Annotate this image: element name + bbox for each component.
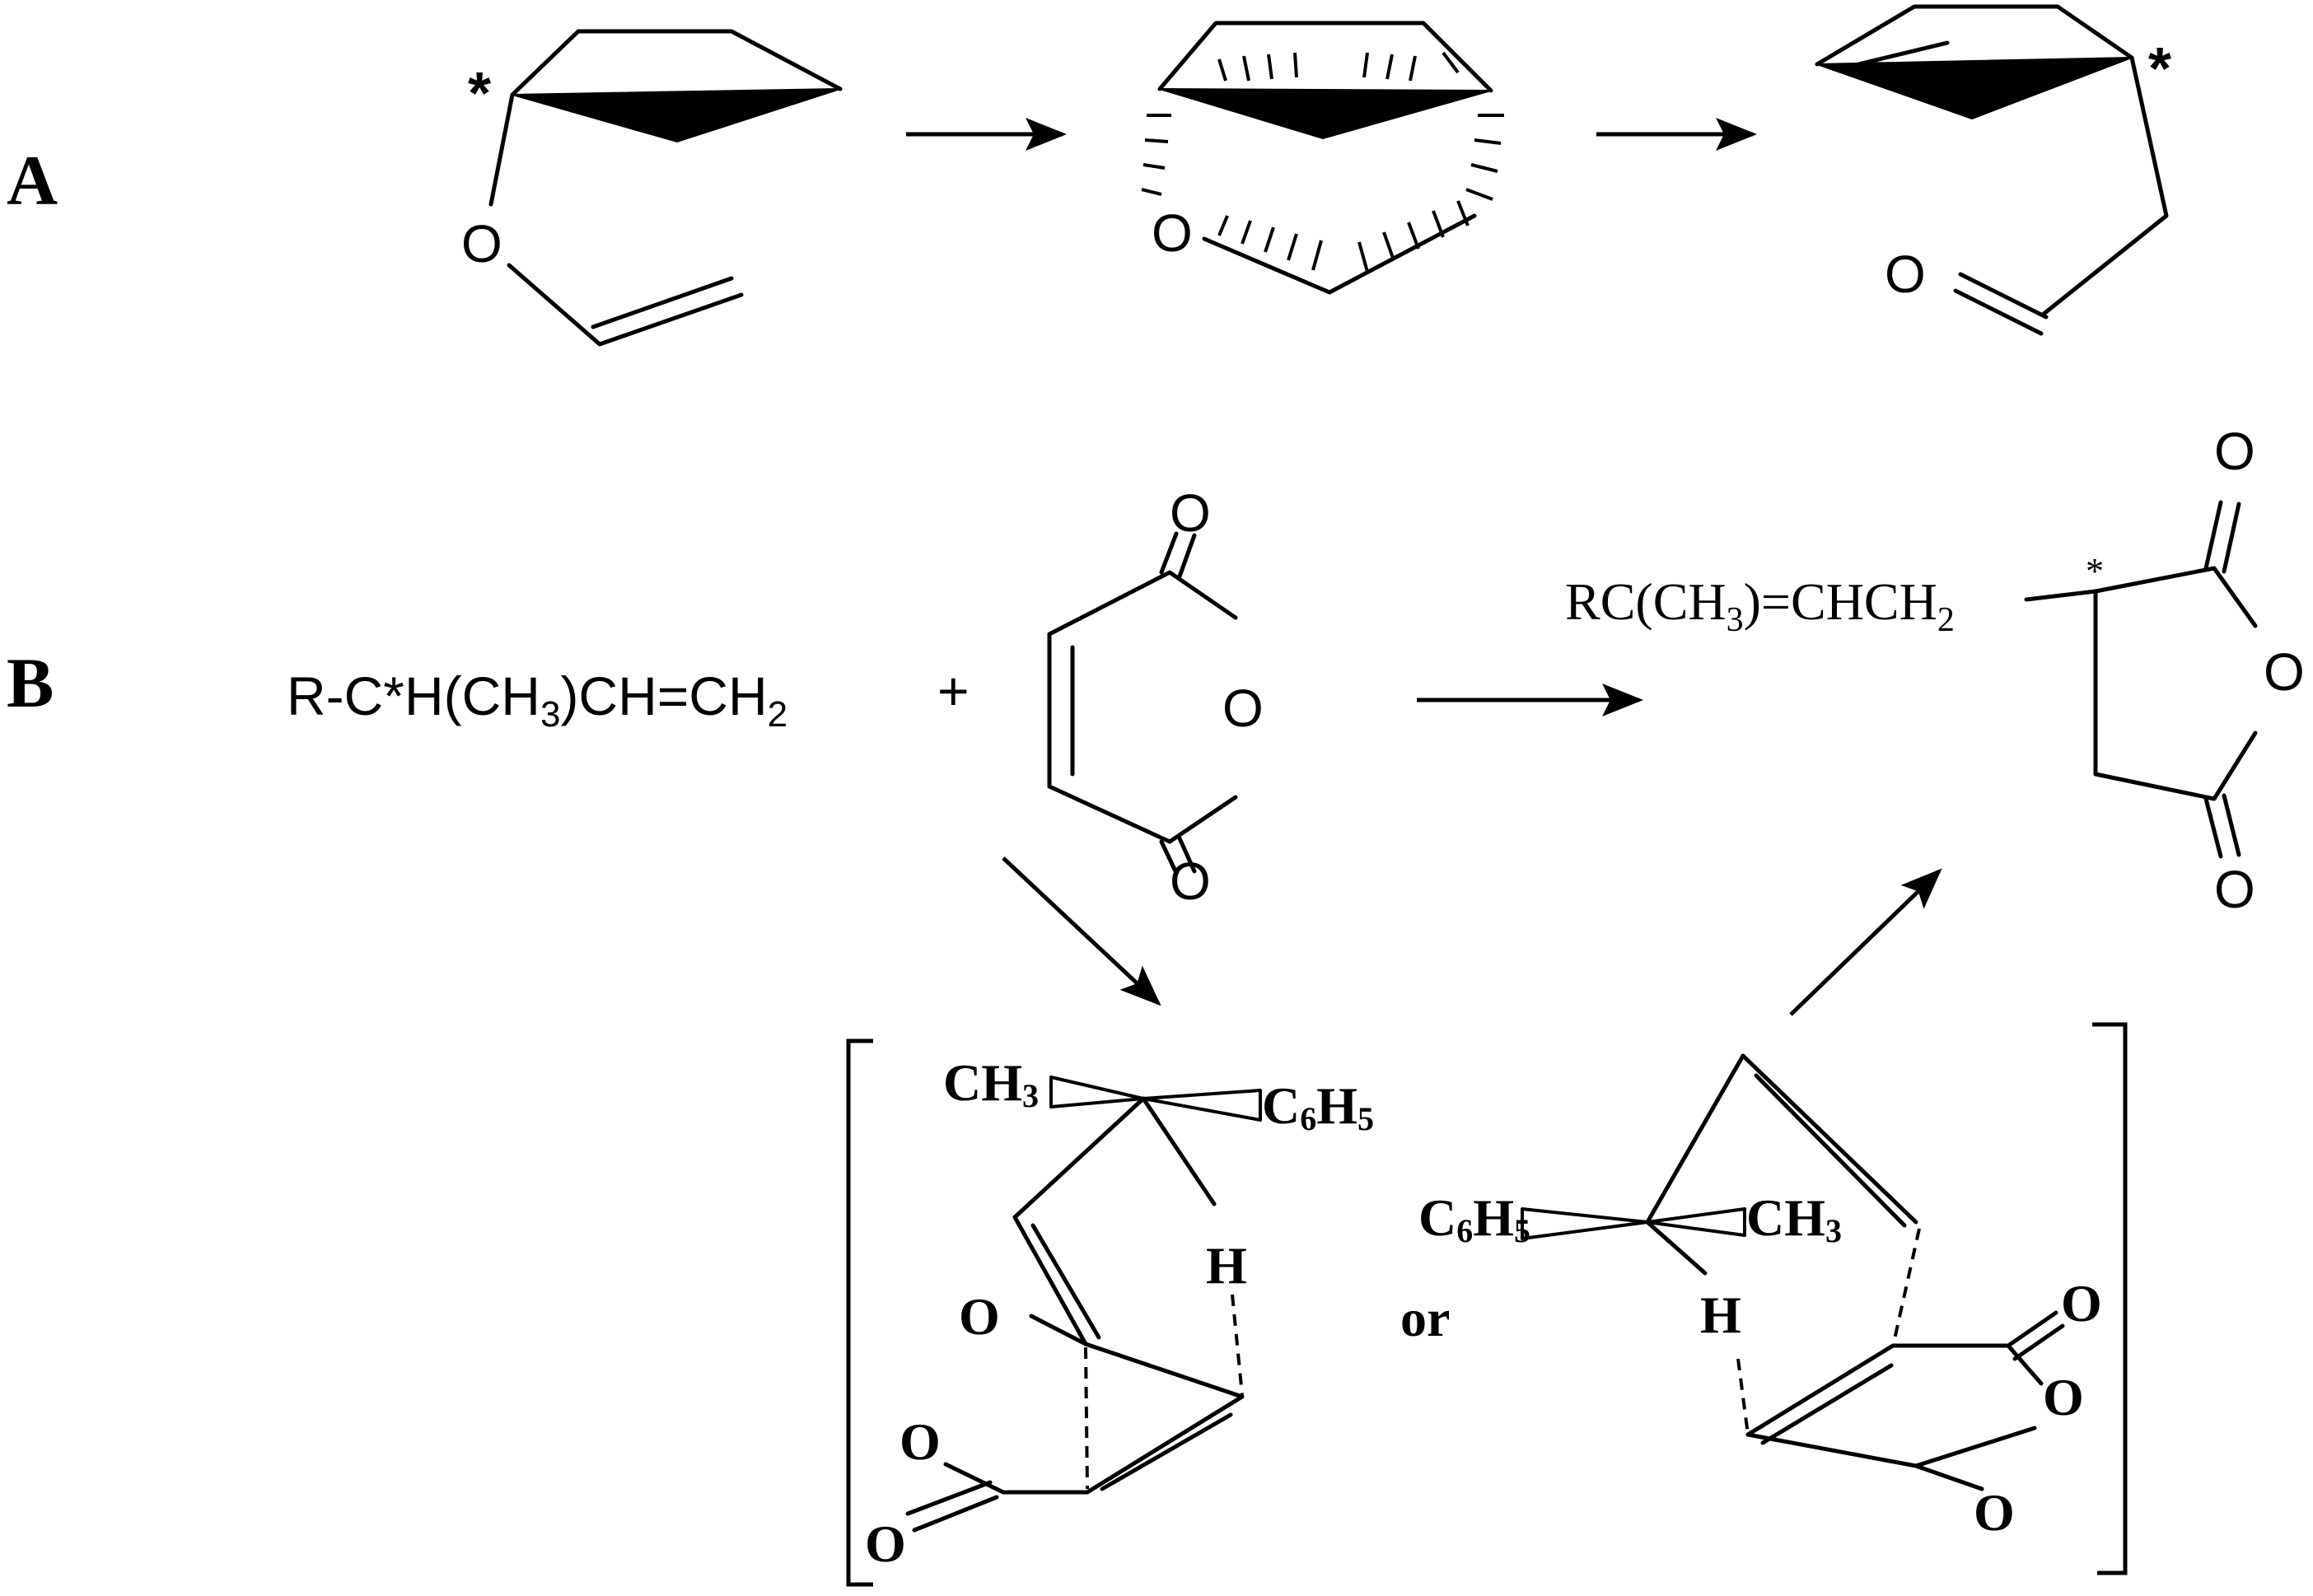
plus-sign: + <box>937 660 970 721</box>
product-o-bottom: O <box>2214 860 2255 919</box>
ts-left-o-ring: O <box>900 1412 941 1471</box>
succinic-anhydride-product: RC(CH3)=CHCH2 * O O O <box>1565 422 2305 919</box>
product-o-ring: O <box>2264 642 2305 702</box>
panel-a-star-1: * <box>468 61 491 127</box>
ts-left-o-lower: O <box>865 1514 906 1573</box>
ts-right-o-carbonyl-top: O <box>2061 1274 2102 1332</box>
ts-left-h: H <box>1206 1236 1247 1295</box>
reactant-formula: R-C*H(CH3)CH=CH2 <box>287 665 787 735</box>
ts-left-c6h5: C6H5 <box>1262 1076 1374 1137</box>
panel-a-oxygen-1: O <box>461 214 502 273</box>
anhydride-o-bottom: O <box>1170 852 1211 911</box>
bracket-left <box>846 1038 873 1587</box>
ts-right-o-carbonyl-bottom: O <box>1974 1483 2015 1542</box>
panel-a-oxygen-3: O <box>1885 245 1926 304</box>
panel-a-oxygen-2: O <box>1152 203 1193 263</box>
ts-right-h: H <box>1700 1286 1741 1344</box>
bracket-right <box>2092 1022 2128 1575</box>
ts-right-ch3: CH3 <box>1746 1188 1842 1249</box>
or-label: or <box>1400 1289 1450 1347</box>
maleic-anhydride: O O O <box>1047 483 1264 911</box>
product-star: * <box>2086 551 2104 591</box>
panel-a-label: A <box>7 141 58 220</box>
ts-right-c6h5: C6H5 <box>1418 1188 1530 1249</box>
ts-left-o-carbonyl: O <box>959 1287 1000 1346</box>
ts-right-o-ring: O <box>2043 1368 2084 1426</box>
transition-state-right: C6H5 CH3 H O O O <box>1418 1053 2102 1542</box>
ts-left-ch3: CH3 <box>943 1053 1039 1114</box>
arrow-from-transition-state <box>1789 868 1942 1016</box>
panel-b-label: B <box>7 643 54 722</box>
product-chain-formula: RC(CH3)=CHCH2 <box>1565 572 1955 639</box>
anhydride-o-ring: O <box>1222 679 1264 738</box>
arrow-to-transition-state <box>1002 856 1161 1006</box>
panel-a-reactant: * O <box>461 29 843 347</box>
transition-state-left: CH3 C6H5 H O O O <box>865 1053 1374 1573</box>
anhydride-o-top: O <box>1170 483 1211 543</box>
panel-a-transition-state: O <box>1141 21 1504 295</box>
product-o-top: O <box>2214 422 2255 481</box>
panel-a-product: * O <box>1815 4 2171 336</box>
panel-a-star-2: * <box>2148 36 2171 102</box>
